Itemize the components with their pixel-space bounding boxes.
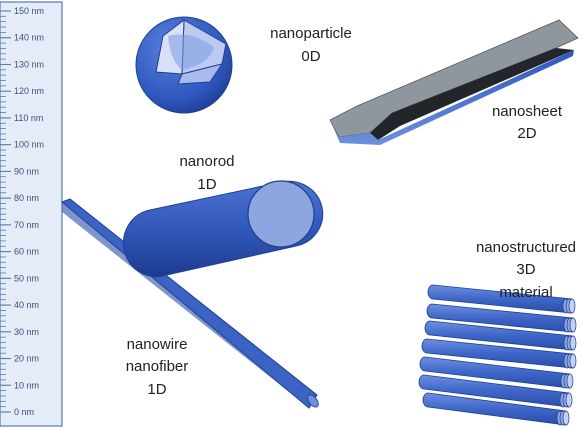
ruler-tick-label: 0 nm — [14, 407, 34, 417]
nanotube — [419, 356, 574, 389]
nanosheet-shape — [329, 19, 579, 145]
label-nanorod-line1: nanorod — [179, 153, 234, 170]
label-nanowire-line1: nanowire — [127, 336, 188, 353]
label-nanoparticle: nanoparticle 0D — [270, 25, 352, 65]
ruler-tick-label: 60 nm — [14, 247, 39, 257]
label-nanorod-line2: 1D — [197, 176, 216, 193]
ruler-tick-labels: 150 nm 140 nm 130 nm 120 nm 110 nm 100 nm 90 n… — [14, 6, 44, 417]
ruler-tick-label: 10 nm — [14, 380, 39, 390]
ruler-tick-label: 70 nm — [14, 220, 39, 230]
label-nanostructured-line1: nanostructured — [476, 239, 576, 256]
ruler-tick-label: 130 nm — [14, 59, 44, 69]
label-nanostructured-line3: material — [499, 284, 552, 301]
label-nanosheet-line1: nanosheet — [492, 103, 563, 120]
label-nanowire-line3: 1D — [147, 381, 166, 398]
nanorod-shape — [122, 180, 324, 278]
label-nanoparticle-line2: 0D — [301, 48, 320, 65]
label-nanowire-line2: nanofiber — [126, 358, 189, 375]
label-nanostructured: nanostructured 3D material — [476, 239, 576, 301]
nanostructured-3d-shape — [418, 284, 577, 426]
ruler-tick-label: 30 nm — [14, 327, 39, 337]
label-nanosheet-line2: 2D — [517, 125, 536, 142]
ruler-tick-label: 140 nm — [14, 33, 44, 43]
ruler-tick-label: 40 nm — [14, 300, 39, 310]
scale-bar: 150 nm 140 nm 130 nm 120 nm 110 nm 100 nm 90 n… — [0, 1, 63, 427]
ruler-tick-label: 20 nm — [14, 354, 39, 364]
label-nanostructured-line2: 3D — [516, 261, 535, 278]
nanotube — [424, 320, 577, 351]
ruler-tick-label: 100 nm — [14, 140, 44, 150]
ruler-tick-label: 150 nm — [14, 6, 44, 16]
nanoparticle-shape — [135, 16, 233, 114]
nanotube — [426, 303, 577, 333]
nanotube — [418, 374, 573, 408]
label-nanorod: nanorod 1D — [179, 153, 234, 193]
ruler-tick-label: 80 nm — [14, 193, 39, 203]
ruler-tick-label: 110 nm — [14, 113, 43, 123]
ruler-body — [0, 1, 63, 427]
label-nanowire: nanowire nanofiber 1D — [126, 336, 189, 398]
label-nanoparticle-line1: nanoparticle — [270, 25, 352, 42]
ruler-tick-label: 90 nm — [14, 166, 39, 176]
ruler-ticks — [0, 10, 11, 413]
ruler-tick-label: 50 nm — [14, 273, 39, 283]
label-nanosheet: nanosheet 2D — [492, 103, 563, 142]
nanotube — [422, 392, 570, 426]
ruler-tick-label: 120 nm — [14, 86, 44, 96]
nanotube — [421, 338, 577, 369]
nanotube — [427, 284, 576, 314]
